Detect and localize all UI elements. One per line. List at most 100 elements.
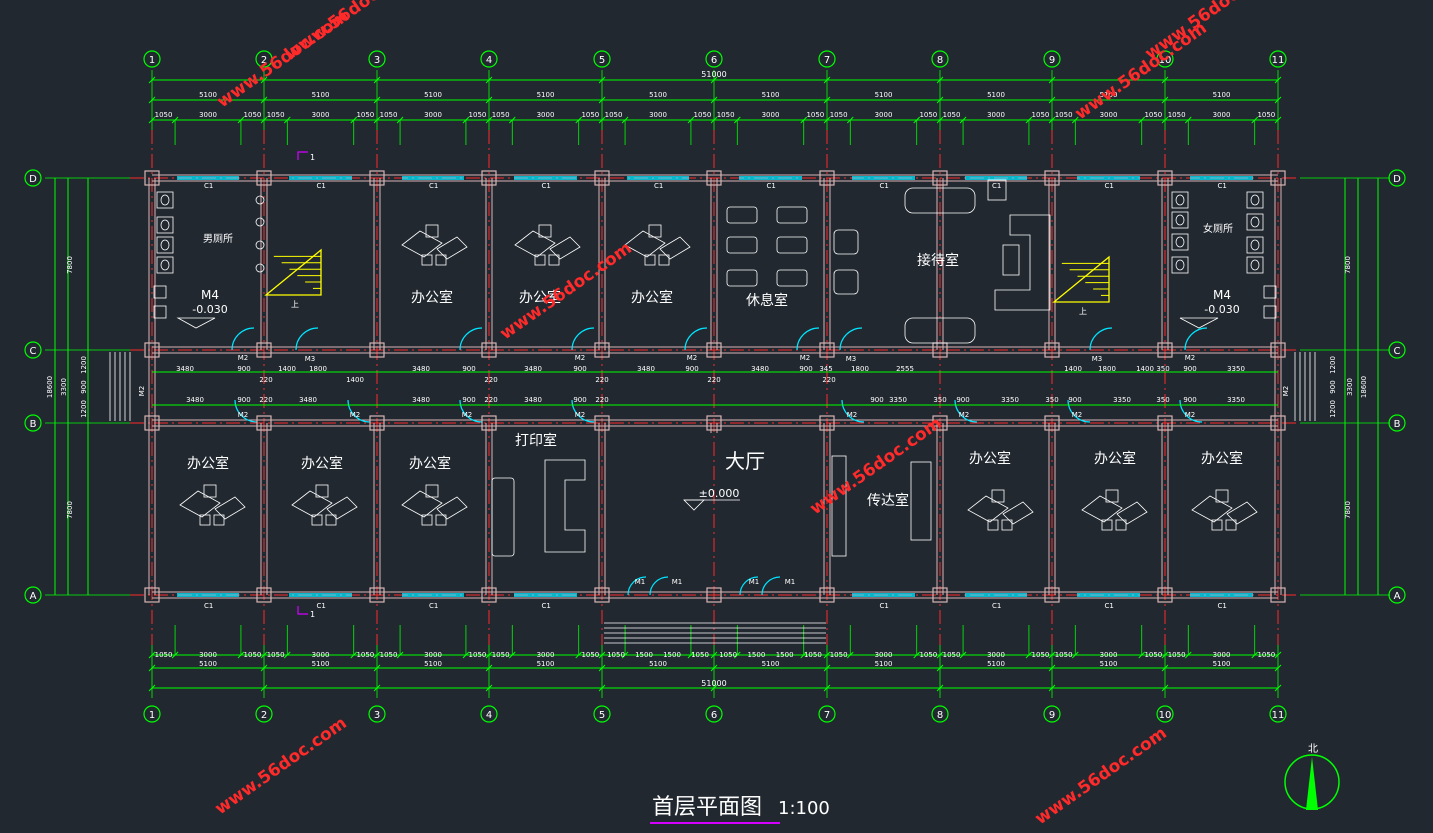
section-mark-label: 1 [310,610,315,619]
office-desk-bottom-0-seat [199,514,211,526]
column [481,342,497,358]
axis-bubble-top-10-label: 10 [1159,55,1172,66]
watermark: www.56doc.com [1031,723,1170,829]
office-desk-bottom-5-desk [1226,501,1258,525]
dim-corridor-lower: 350 [933,396,946,404]
window-tag-c1: C1 [429,182,438,190]
column [819,587,835,603]
entrance-door-arc [739,576,759,596]
dim-sub-top: 3000 [537,111,555,119]
dim-sub-top: 3000 [199,111,217,119]
urinal-icon [255,263,265,273]
door-tag-m1: M1 [672,578,683,586]
dim-sub-bottom: 3000 [1213,651,1231,659]
dim-bay-top: 5100 [537,91,555,99]
toilet-icon [1175,259,1185,271]
column [1270,415,1286,431]
column [1157,342,1173,358]
axis-bubble-bottom-8 [931,705,949,723]
office-desk-top-1-seat [548,254,560,266]
door-arc [1179,399,1203,423]
axis-bubble-bottom-9-label: 9 [1049,710,1055,721]
office-desk-top-0-seat [435,254,447,266]
dim-bay-top: 5100 [762,91,780,99]
column [932,587,948,603]
door-tag-m4: M4 [1213,288,1231,302]
office-desk-top-2-desk [624,230,666,258]
dim-sub-bottom: 1050 [469,651,487,659]
dim-bay-bottom: 5100 [312,660,330,668]
window-tag-c1: C1 [204,602,213,610]
column [481,415,497,431]
wc-stall [1171,191,1189,209]
axis-bubble-top-11-label: 11 [1272,55,1285,66]
dim-corridor-upper: 3480 [176,365,194,373]
wc-stall [1171,256,1189,274]
door-tag-m2: M2 [847,411,858,419]
office-desk-bottom-5-seat [1211,519,1223,531]
dim-right-1200: 1200 [1329,400,1337,418]
door-arc [796,327,820,351]
dim-corridor-lower: 3350 [1227,396,1245,404]
window-tag-c1: C1 [1218,602,1227,610]
axis-bubble-bottom-2-label: 2 [261,710,267,721]
door-arc [571,399,595,423]
office-desk-bottom-1-desk [291,490,333,518]
column [369,170,385,186]
dim-sub-bottom: 3000 [1100,651,1118,659]
axis-bubble-right-C [1388,341,1406,359]
level-marker [176,317,216,329]
dim-sub-top: 1050 [244,111,262,119]
door-arc [347,399,371,423]
door-tag-m1: M1 [749,578,760,586]
door-tag-m2: M2 [138,386,146,397]
column [1044,170,1060,186]
dim-corridor-upper: 900 [685,365,698,373]
dim-sub-top: 3000 [762,111,780,119]
column [144,415,160,431]
axis-bubble-left-D-label: D [29,174,37,185]
office-desk-top-1-desk [549,236,581,260]
dim-right-900: 900 [1329,380,1337,393]
column [256,342,272,358]
dim-entrance-bottom: 1500 [635,651,653,659]
axis-bubble-top-4 [480,50,498,68]
dim-sub-bottom: 1050 [1144,651,1162,659]
room-label: 大厅 [725,449,765,473]
dim-sub-top: 1050 [605,111,623,119]
north-arrow-icon [1306,757,1318,810]
dim-right-7800: 7800 [1344,501,1352,519]
watermark: www.56doc.com [281,0,420,64]
dim-sub-bottom: 3000 [987,651,1005,659]
dim-sub-top: 1050 [356,111,374,119]
wc-stall [1246,213,1264,231]
dim-overall-top: 51000 [701,70,726,79]
stair-left [264,248,322,296]
door-tag-m3: M3 [1092,355,1103,363]
stair-up-label: 上 [291,300,299,309]
dim-overall-bottom: 51000 [701,679,726,688]
column [932,170,948,186]
dim-sub-top: 1050 [830,111,848,119]
doors [231,327,1208,596]
office-desk-top-2-chair [648,224,662,238]
door-tag-m2: M2 [575,354,586,362]
column [1044,415,1060,431]
axis-bubble-bottom-3 [368,705,386,723]
column [1270,587,1286,603]
axis-bubble-bottom-3-label: 3 [374,710,380,721]
dim-sub-bottom: 3000 [312,651,330,659]
room-label: 办公室 [519,289,561,306]
axis-bubble-top-3-label: 3 [374,55,380,66]
urinal-icon [255,240,265,250]
dim-corridor-lower: 900 [237,396,250,404]
door-arc [231,327,255,351]
room-label: 办公室 [1201,450,1243,467]
axis-bubble-right-B-label: B [1394,419,1401,430]
axis-bubble-top-10 [1156,50,1174,68]
office-desk-top-1-desk [514,230,556,258]
room-label: 女厕所 [1203,222,1233,235]
dim-sub-top: 1050 [1032,111,1050,119]
dim-sub-bottom: 1050 [1168,651,1186,659]
